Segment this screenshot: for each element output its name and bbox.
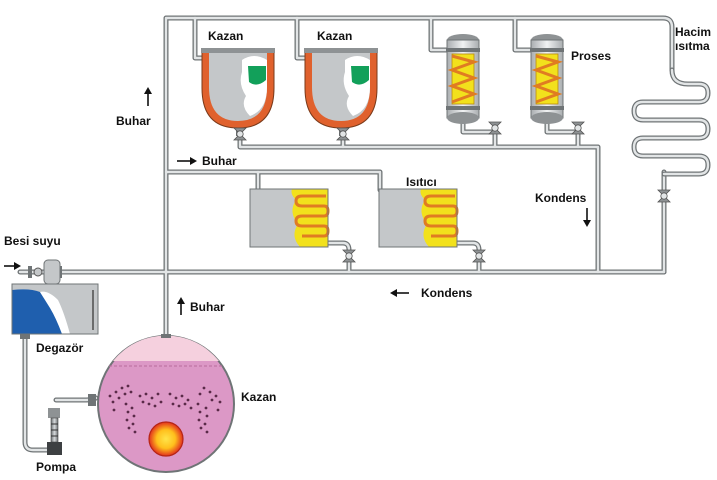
arrow-right-feed — [4, 262, 21, 270]
process-column-2 — [530, 34, 564, 124]
label-isitma: ısıtma — [675, 39, 710, 53]
heater-2 — [378, 188, 459, 248]
label-kazan-1: Kazan — [208, 29, 243, 43]
steam-trap-2 — [336, 127, 350, 141]
steam-trap-4 — [571, 121, 585, 135]
label-kondens-return: Kondens — [421, 286, 473, 300]
jacketed-kettle-2 — [304, 48, 378, 136]
space-heating-coil — [631, 67, 711, 177]
label-hacim: Hacim — [675, 25, 711, 39]
main-boiler — [97, 334, 235, 473]
arrow-down-kondens — [583, 208, 591, 227]
label-pompa: Pompa — [36, 460, 76, 474]
arrow-right-branch — [177, 157, 197, 165]
feed-pump — [47, 394, 96, 455]
flow-arrows — [4, 87, 591, 315]
deaerator-tank — [11, 283, 99, 339]
arrow-up-riser — [144, 87, 152, 106]
steam-trap-5 — [657, 189, 671, 203]
labels: Kazan Kazan Proses Hacim ısıtma Buhar Bu… — [4, 25, 711, 474]
label-kondens-right: Kondens — [535, 191, 587, 205]
process-column-1 — [446, 34, 480, 124]
arrow-up-boiler — [177, 297, 185, 315]
steam-trap-6 — [342, 249, 356, 263]
label-buhar-riser: Buhar — [116, 114, 151, 128]
label-besi-suyu: Besi suyu — [4, 234, 61, 248]
label-proses: Proses — [571, 49, 611, 63]
heater-1 — [249, 188, 330, 248]
label-buhar-boiler: Buhar — [190, 300, 225, 314]
piping-network — [17, 15, 675, 453]
steam-trap-7 — [472, 249, 486, 263]
jacketed-kettle-1 — [201, 48, 275, 136]
steam-trap-1 — [233, 127, 247, 141]
deaerator-dome — [43, 259, 61, 285]
arrow-left-kondens — [390, 289, 409, 297]
label-degazor: Degazör — [36, 341, 84, 355]
label-kazan-2: Kazan — [317, 29, 352, 43]
label-buhar-branch: Buhar — [202, 154, 237, 168]
label-kazan-boiler: Kazan — [241, 390, 276, 404]
label-isitici: Isıtıcı — [406, 175, 437, 189]
steam-trap-3 — [488, 121, 502, 135]
